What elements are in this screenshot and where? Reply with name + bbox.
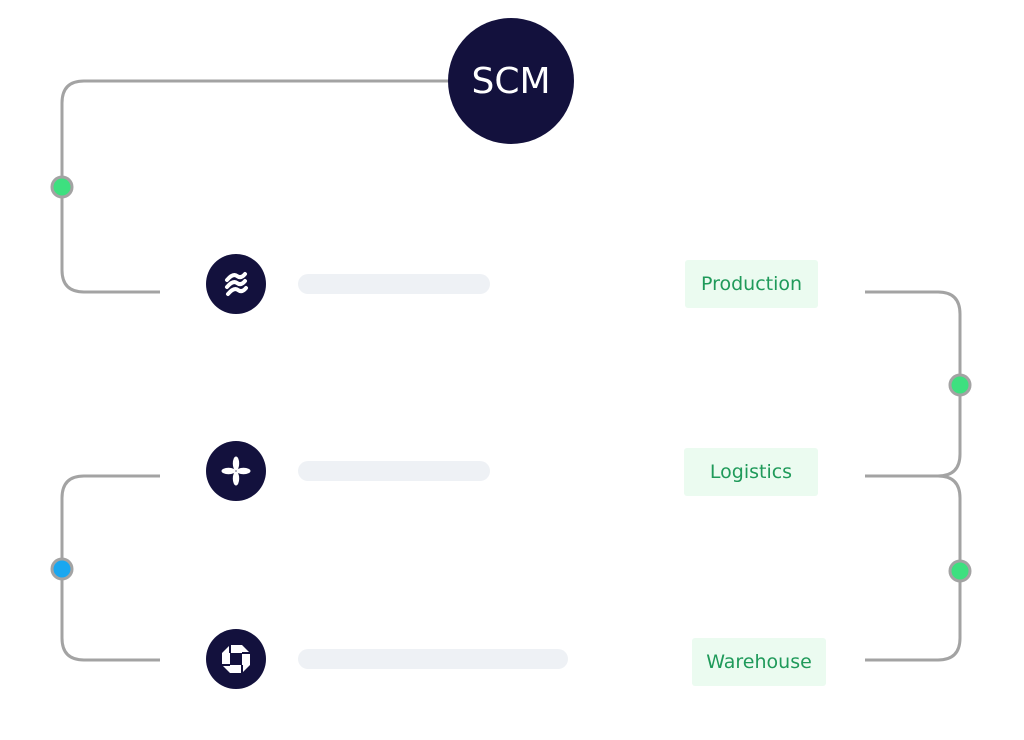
status-dot-green xyxy=(948,373,972,397)
status-dot-green xyxy=(948,559,972,583)
tag-production[interactable]: Production xyxy=(685,260,818,308)
placeholder-bar xyxy=(298,461,490,481)
octagon-shutter-icon[interactable] xyxy=(206,629,266,689)
placeholder-bar xyxy=(298,649,568,669)
connector-entity2-to-entity3 xyxy=(60,474,160,662)
status-dot-blue xyxy=(50,557,74,581)
connector-logistics-warehouse xyxy=(865,474,962,662)
placeholder-bar xyxy=(298,274,490,294)
tag-logistics[interactable]: Logistics xyxy=(684,448,818,496)
hub-label: SCM xyxy=(471,60,551,102)
status-dot-green xyxy=(50,175,74,199)
four-petal-star-icon[interactable] xyxy=(206,441,266,501)
waves-logo-icon[interactable] xyxy=(206,254,266,314)
tag-warehouse[interactable]: Warehouse xyxy=(692,638,826,686)
connector-production-logistics xyxy=(865,290,962,478)
scm-hub-node[interactable]: SCM xyxy=(448,18,574,144)
